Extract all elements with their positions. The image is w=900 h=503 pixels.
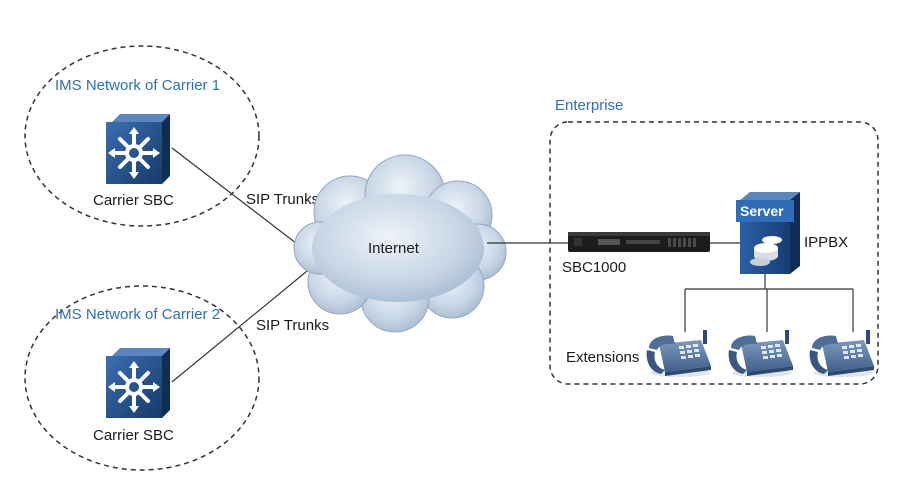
enterprise-boundary [549, 121, 879, 385]
carrier2-trunk-line [171, 261, 319, 383]
sbc1000-label: SBC1000 [562, 259, 626, 276]
carrier1-sbc-router-switch-icon [106, 112, 170, 184]
ippbx-server-icon: Server [736, 192, 800, 274]
extension-phone-3-desk-phone-icon [809, 330, 874, 377]
carrier2-sbc-router-switch-icon [106, 346, 170, 418]
carrier1-boundary [24, 45, 260, 227]
extensions-label: Extensions [566, 349, 639, 366]
carrier1-trunk-label: SIP Trunks [246, 191, 319, 208]
ippbx-label: IPPBX [804, 234, 848, 251]
extension-phone-2-desk-phone-icon [728, 330, 793, 377]
carrier2-trunk-label: SIP Trunks [256, 317, 329, 334]
sip-trunk-links [171, 147, 319, 383]
carrier1-network: IMS Network of Carrier 1 Carrier SBC [24, 45, 260, 227]
carrier2-boundary [24, 285, 260, 471]
internet-cloud-icon [293, 154, 507, 333]
carrier2-network-label: IMS Network of Carrier 2 [55, 306, 220, 323]
sbc1000-appliance-icon [568, 232, 710, 252]
enterprise-label: Enterprise [555, 97, 623, 114]
carrier1-network-label: IMS Network of Carrier 1 [55, 77, 220, 94]
carrier2-network: IMS Network of Carrier 2 Carrier SBC [24, 285, 260, 471]
extension-phone-1-desk-phone-icon [646, 330, 711, 377]
internet-label: Internet [368, 240, 420, 257]
carrier1-sbc-label: Carrier SBC [93, 192, 174, 209]
carrier2-sbc-label: Carrier SBC [93, 427, 174, 444]
server-badge: Server [740, 203, 784, 219]
carrier1-trunk-line [171, 147, 319, 261]
extension-lines [684, 274, 854, 332]
enterprise-network: Enterprise SBC1000 Server [549, 97, 879, 385]
